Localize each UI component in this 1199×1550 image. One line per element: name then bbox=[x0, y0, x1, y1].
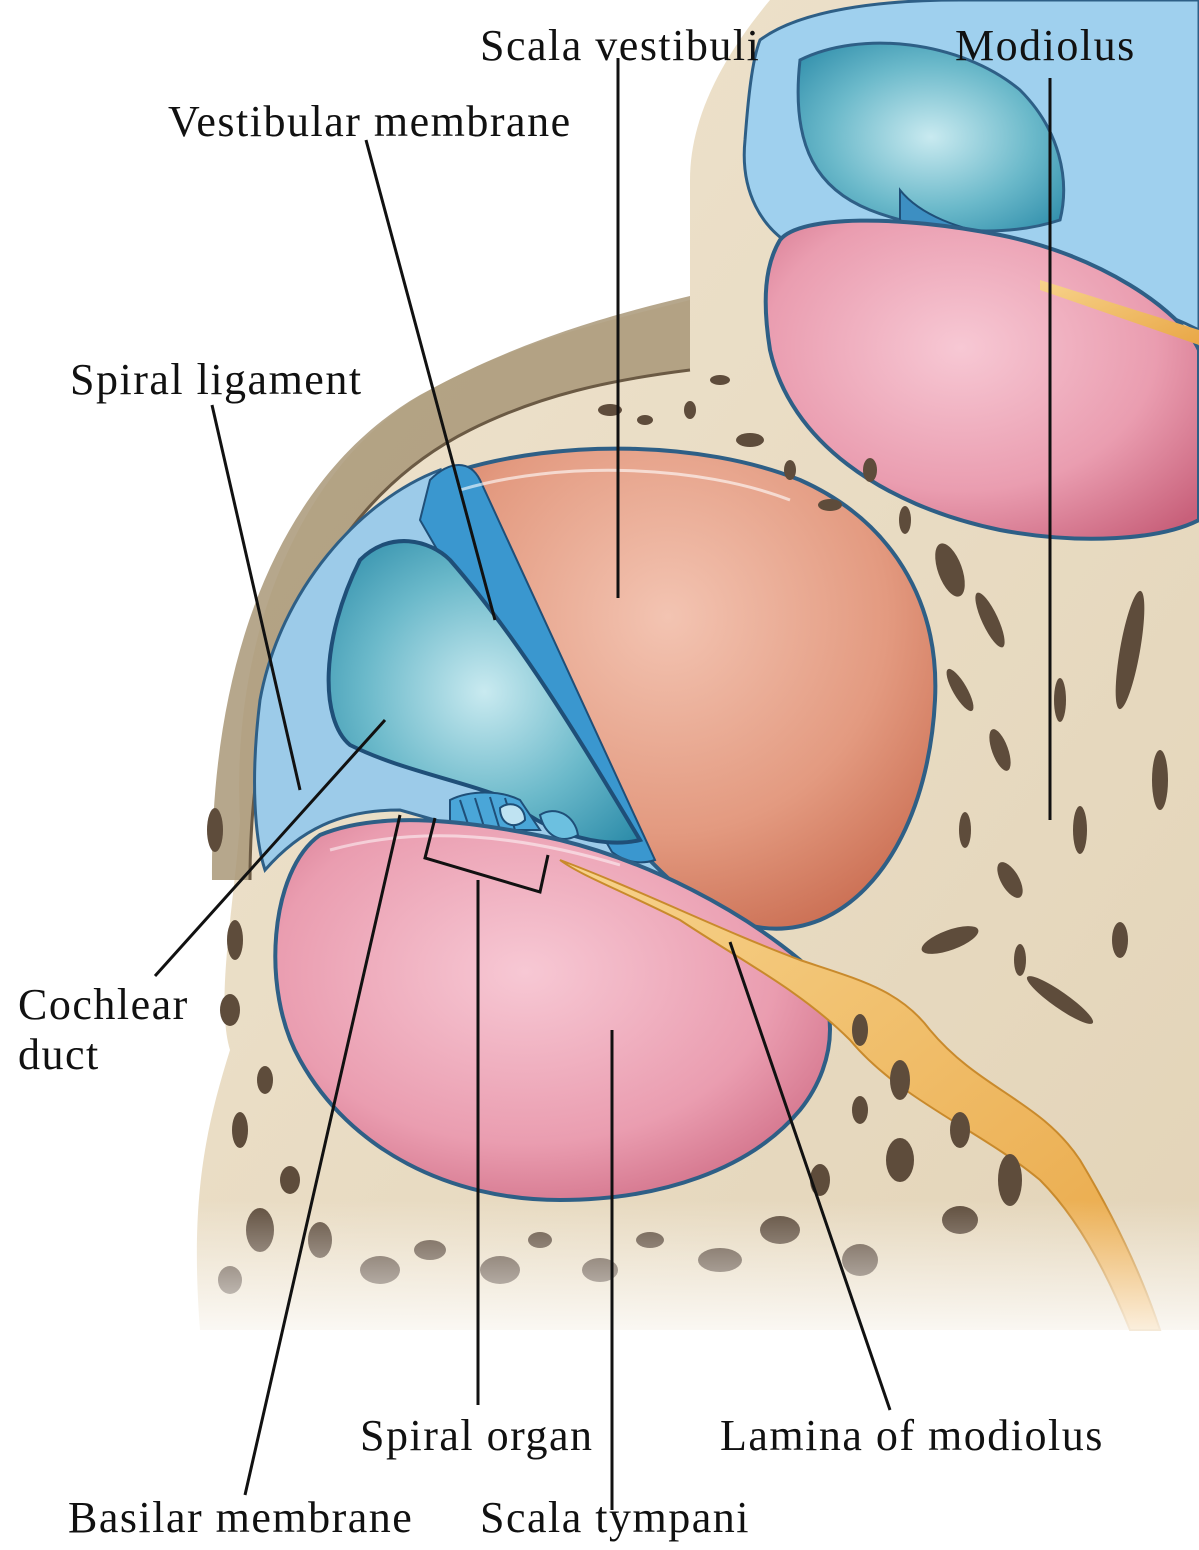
label-lamina-of-modiolus: Lamina of modiolus bbox=[720, 1414, 1104, 1458]
label-spiral-ligament: Spiral ligament bbox=[70, 358, 363, 402]
label-modiolus: Modiolus bbox=[955, 24, 1136, 68]
label-spiral-organ: Spiral organ bbox=[360, 1414, 594, 1458]
label-cochlear-duct-line2: duct bbox=[18, 1030, 189, 1080]
label-cochlear-duct-line1: Cochlear bbox=[18, 980, 189, 1030]
label-vestibular-membrane: Vestibular membrane bbox=[168, 100, 572, 144]
label-basilar-membrane: Basilar membrane bbox=[68, 1496, 413, 1540]
label-scala-vestibuli: Scala vestibuli bbox=[480, 24, 760, 68]
label-scala-tympani: Scala tympani bbox=[480, 1496, 750, 1540]
label-cochlear-duct: Cochlear duct bbox=[18, 980, 189, 1080]
